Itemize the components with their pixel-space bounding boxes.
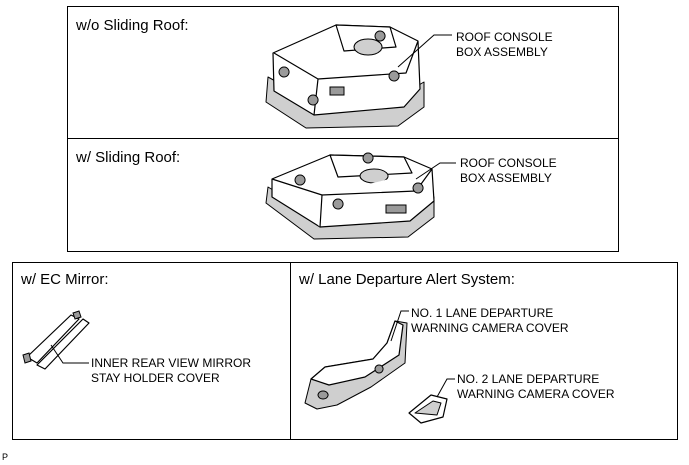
camera-cover-1-callout: NO. 1 LANE DEPARTURE WARNING CAMERA COVE… (411, 306, 569, 335)
figure-code: P (2, 452, 9, 462)
camera-cover-illustration (304, 310, 455, 424)
mirror-stay-cover-illustration (22, 310, 90, 370)
panel-heading: w/ Lane Departure Alert System: (299, 271, 515, 288)
panel-heading: w/ Sliding Roof: (76, 149, 181, 166)
panel-heading: w/ EC Mirror: (21, 271, 109, 288)
panel-heading: w/o Sliding Roof: (76, 17, 189, 34)
roof-console-box-illustration (265, 152, 456, 240)
panel-lane-departure: w/ Lane Departure Alert System: NO. 1 LA… (290, 262, 678, 440)
roof-console-box-callout: ROOF CONSOLE BOX ASSEMBLY (460, 156, 557, 185)
camera-cover-2-callout: NO. 2 LANE DEPARTURE WARNING CAMERA COVE… (457, 372, 615, 401)
mirror-stay-cover-callout: INNER REAR VIEW MIRROR STAY HOLDER COVER (91, 356, 252, 385)
roof-console-box-illustration (265, 24, 452, 129)
panel-ec-mirror: w/ EC Mirror: INNER REAR VIEW MIRROR STA… (12, 262, 291, 440)
panel-no-sliding-roof: w/o Sliding Roof: ROOF CONSOLE BOX ASSEM… (67, 6, 619, 139)
panel-sliding-roof: w/ Sliding Roof: ROOF CONSOLE BOX ASSEMB… (67, 138, 619, 252)
roof-console-box-callout: ROOF CONSOLE BOX ASSEMBLY (456, 30, 553, 59)
